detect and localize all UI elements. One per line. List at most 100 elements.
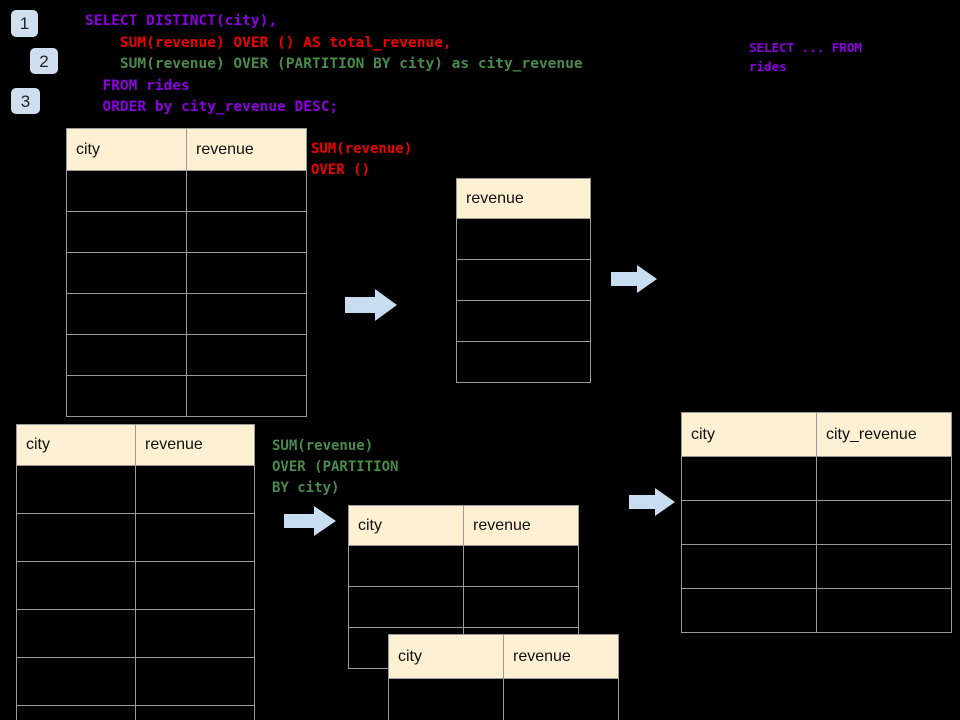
table-row xyxy=(348,586,579,628)
cell-revenue xyxy=(463,586,579,628)
step-badge-2-label: 2 xyxy=(39,51,49,71)
cell-city-revenue xyxy=(816,456,952,501)
cell-city xyxy=(66,334,187,376)
table-row xyxy=(681,500,952,545)
table-header-row: city revenue xyxy=(348,505,579,546)
sql-line-select: SELECT DISTINCT(city), xyxy=(85,13,278,29)
column-header-city: city xyxy=(66,128,187,171)
cell-city xyxy=(681,544,817,589)
cell-city xyxy=(681,588,817,633)
cell-revenue xyxy=(135,657,255,706)
cell-city-revenue xyxy=(816,544,952,589)
table-row xyxy=(16,657,255,706)
column-header-city-revenue: city_revenue xyxy=(816,412,952,457)
city-revenue-result-table: city city_revenue xyxy=(681,412,952,633)
column-header-city: city xyxy=(348,505,464,546)
table-row xyxy=(456,218,591,260)
cell-revenue xyxy=(456,218,591,260)
arrow-partition-to-result xyxy=(629,488,675,516)
cell-city xyxy=(348,586,464,628)
table-header-row: revenue xyxy=(456,178,591,219)
cell-revenue xyxy=(135,561,255,610)
sql-line-order-by: ORDER by city_revenue DESC; xyxy=(85,99,339,115)
annotation-total-revenue: SUM(revenue) OVER () xyxy=(311,141,413,178)
cell-city xyxy=(348,545,464,587)
table-row xyxy=(66,170,307,212)
cell-city xyxy=(66,252,187,294)
table-header-row: city revenue xyxy=(388,634,619,679)
cell-city xyxy=(16,465,136,514)
cell-revenue xyxy=(456,341,591,383)
step-badge-1-label: 1 xyxy=(19,14,30,33)
table-row xyxy=(16,609,255,658)
table-row xyxy=(456,300,591,342)
table-row xyxy=(388,678,619,720)
arrow-source-to-total xyxy=(345,289,397,321)
cell-city xyxy=(681,456,817,501)
table-row xyxy=(681,544,952,589)
column-header-revenue: revenue xyxy=(135,424,255,466)
cell-revenue xyxy=(135,609,255,658)
column-header-city: city xyxy=(16,424,136,466)
partition-group-table-front: city revenue xyxy=(388,634,619,720)
cell-city-revenue xyxy=(816,500,952,545)
step-badge-3: 3 xyxy=(11,88,40,114)
cell-city-revenue xyxy=(816,588,952,633)
table-header-row: city revenue xyxy=(16,424,255,466)
sql-line-total-revenue: SUM(revenue) OVER () AS total_revenue, xyxy=(85,34,452,51)
cell-city xyxy=(16,705,136,720)
column-header-city: city xyxy=(388,634,504,679)
cell-city xyxy=(16,657,136,706)
table-row xyxy=(66,293,307,335)
cell-city xyxy=(16,609,136,658)
column-header-city: city xyxy=(681,412,817,457)
table-row xyxy=(66,252,307,294)
rides-source-table-2: city revenue xyxy=(16,424,255,720)
cell-city xyxy=(16,513,136,562)
sql-query-block: SELECT DISTINCT(city), SUM(revenue) OVER… xyxy=(85,11,583,119)
cell-revenue xyxy=(456,300,591,342)
step-badge-3-label: 3 xyxy=(20,91,31,111)
rides-source-table: city revenue xyxy=(66,128,307,417)
step-badge-1: 1 xyxy=(11,10,38,37)
table-row xyxy=(16,705,255,720)
cell-revenue xyxy=(456,259,591,301)
step-badge-2: 2 xyxy=(30,48,58,74)
table-row xyxy=(16,465,255,514)
sql-line-from: FROM rides xyxy=(85,77,190,94)
cell-city xyxy=(16,561,136,610)
cell-revenue xyxy=(186,375,307,417)
arrow-total-to-result xyxy=(611,265,657,293)
table-row xyxy=(16,513,255,562)
cell-city xyxy=(66,211,187,253)
table-row xyxy=(348,545,579,587)
table-row xyxy=(16,561,255,610)
column-header-revenue: revenue xyxy=(186,128,307,171)
cell-city xyxy=(66,170,187,212)
cell-revenue xyxy=(186,293,307,335)
cell-revenue xyxy=(503,678,619,720)
cell-city xyxy=(681,500,817,545)
cell-revenue xyxy=(186,170,307,212)
cell-city xyxy=(66,375,187,417)
sql-line-city-revenue: SUM(revenue) OVER (PARTITION BY city) as… xyxy=(85,56,583,72)
cell-revenue xyxy=(135,705,255,720)
cell-revenue xyxy=(463,545,579,587)
cell-revenue xyxy=(135,465,255,514)
table-row xyxy=(681,588,952,633)
cell-city xyxy=(66,293,187,335)
cell-revenue xyxy=(186,252,307,294)
sql-aside-label: SELECT ... FROM rides xyxy=(749,40,862,74)
column-header-revenue: revenue xyxy=(503,634,619,679)
total-revenue-table: revenue xyxy=(456,178,591,383)
column-header-revenue: revenue xyxy=(463,505,579,546)
cell-revenue xyxy=(135,513,255,562)
annotation-city-revenue: SUM(revenue) OVER (PARTITION BY city) xyxy=(272,438,399,496)
table-row xyxy=(66,334,307,376)
arrow-source-to-partition xyxy=(284,506,336,536)
table-header-row: city city_revenue xyxy=(681,412,952,457)
cell-revenue xyxy=(186,334,307,376)
table-row xyxy=(66,211,307,253)
column-header-revenue: revenue xyxy=(456,178,591,219)
